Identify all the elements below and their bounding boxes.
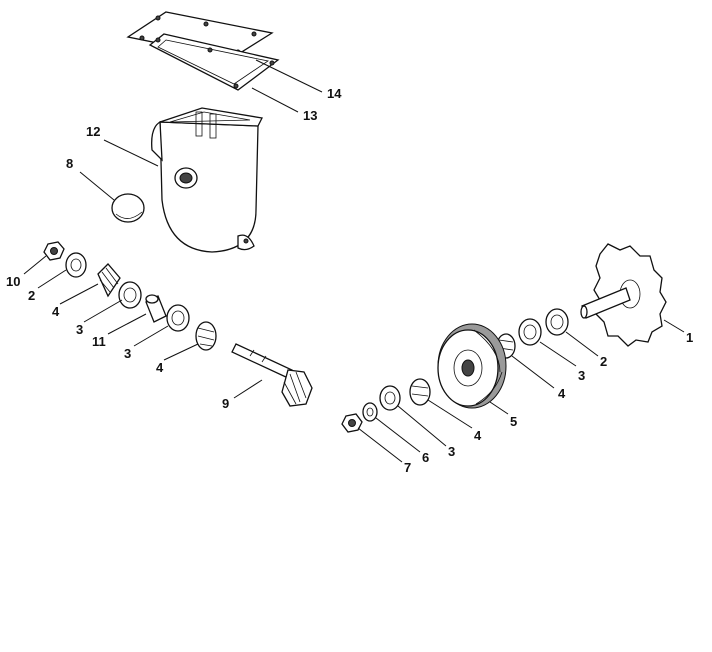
leader-lines [23, 59, 685, 463]
callout-14: 14 [327, 86, 342, 101]
callout-10: 10 [6, 274, 20, 289]
callout-3-right-a: 3 [578, 368, 585, 383]
callout-4-right-a: 4 [558, 386, 566, 401]
callout-6: 6 [422, 450, 429, 465]
callout-12: 12 [86, 124, 100, 139]
bearing-cup-3-right-b [379, 385, 401, 411]
callout-2-right: 2 [600, 354, 607, 369]
callouts: 14 13 12 8 10 2 4 3 11 3 4 9 1 2 3 4 5 4… [6, 86, 693, 475]
bearing-cup-3-right-a [518, 318, 542, 346]
sprocket-shaft-1 [580, 243, 667, 347]
callout-13: 13 [303, 108, 317, 123]
callout-8: 8 [66, 156, 73, 171]
callout-5: 5 [510, 414, 517, 429]
callout-2-left: 2 [28, 288, 35, 303]
bearing-cone-4-upper-left [97, 263, 121, 298]
bearing-cup-3-left-a [118, 281, 142, 309]
nut-10 [43, 241, 65, 261]
washer-6 [362, 402, 378, 422]
callout-9: 9 [222, 396, 229, 411]
bearing-cone-4-lower-left [195, 321, 217, 351]
callout-4-upper-left: 4 [52, 304, 60, 319]
callout-7: 7 [404, 460, 411, 475]
gasket-13 [148, 33, 280, 91]
plug-8 [111, 193, 145, 223]
callout-4-lower-left: 4 [156, 360, 164, 375]
gear-case-housing-12 [151, 107, 263, 253]
callout-3-left-b: 3 [124, 346, 131, 361]
washer-2-left [65, 252, 87, 278]
bearing-cup-3-left-b [166, 304, 190, 332]
ring-gear-5 [437, 323, 507, 409]
callout-1: 1 [686, 330, 693, 345]
callout-3-right-b: 3 [448, 444, 455, 459]
bearing-cone-4-right-b [409, 378, 431, 406]
pinion-shaft-9 [231, 343, 313, 407]
nut-7 [341, 413, 363, 433]
callout-11: 11 [92, 334, 106, 349]
spacer-11 [145, 294, 167, 323]
callout-3-left-a: 3 [76, 322, 83, 337]
washer-2-right [545, 308, 569, 336]
callout-4-right-b: 4 [474, 428, 482, 443]
